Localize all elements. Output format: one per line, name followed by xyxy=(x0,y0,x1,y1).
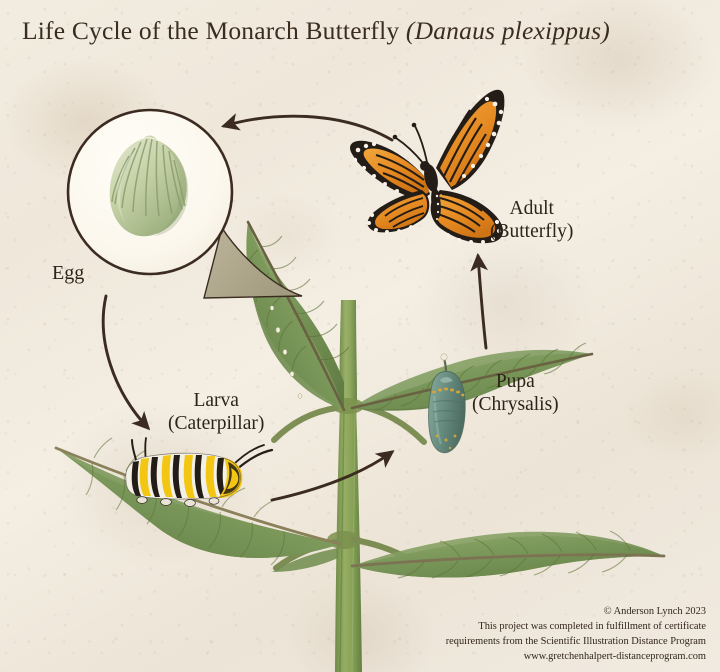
copyright-line: © Anderson Lynch 2023 xyxy=(603,605,706,617)
stage-label-larva-subtext: (Caterpillar) xyxy=(168,413,265,434)
arrow-egg-to-larva xyxy=(101,294,151,431)
program-website: www.gretchenhalpert-distanceprogram.com xyxy=(523,650,706,662)
stage-label-adult-text: Adult xyxy=(509,198,554,219)
stage-label-egg-text: Egg xyxy=(52,262,85,284)
lifecycle-arrows xyxy=(101,113,488,502)
arrow-pupa-to-adult xyxy=(470,252,488,350)
stage-label-pupa: Pupa (Chrysalis) xyxy=(472,370,559,416)
title-species-name: (Danaus plexippus) xyxy=(405,16,610,45)
milkweed-stem xyxy=(271,300,427,672)
monarch-chrysalis xyxy=(428,353,466,454)
arrow-larva-to-pupa xyxy=(270,450,395,502)
egg-magnifier-circle xyxy=(66,108,234,276)
monarch-caterpillar xyxy=(125,437,274,507)
stage-label-larva: Larva (Caterpillar) xyxy=(168,389,264,435)
stage-label-adult: Adult (Butterfly) xyxy=(490,197,573,243)
stage-label-larva-text: Larva xyxy=(193,390,239,411)
milkweed-leaf-upper-left xyxy=(245,220,350,412)
stage-label-pupa-text: Pupa xyxy=(495,371,535,392)
stage-label-egg: Egg xyxy=(52,262,84,286)
stage-label-adult-subtext: (Butterfly) xyxy=(490,221,574,242)
certificate-line-1: This project was completed in fulfillmen… xyxy=(478,620,706,632)
title-main: Life Cycle of the Monarch Butterfly xyxy=(22,16,406,45)
stage-label-pupa-subtext: (Chrysalis) xyxy=(472,394,559,415)
milkweed-leaf-lower-right xyxy=(350,530,666,579)
certificate-line-2: requirements from the Scientific Illustr… xyxy=(445,635,706,647)
magnifier-cone xyxy=(203,226,303,299)
eggs-on-leaf xyxy=(269,305,303,399)
arrow-adult-to-egg xyxy=(220,113,394,142)
monarch-butterfly-adult xyxy=(350,89,505,244)
page-title: Life Cycle of the Monarch Butterfly (Dan… xyxy=(22,16,708,46)
milkweed-leaf-upper-right xyxy=(350,342,594,411)
credits-block: © Anderson Lynch 2023 This project was c… xyxy=(446,604,706,664)
milkweed-leaf-small-left xyxy=(272,548,338,572)
